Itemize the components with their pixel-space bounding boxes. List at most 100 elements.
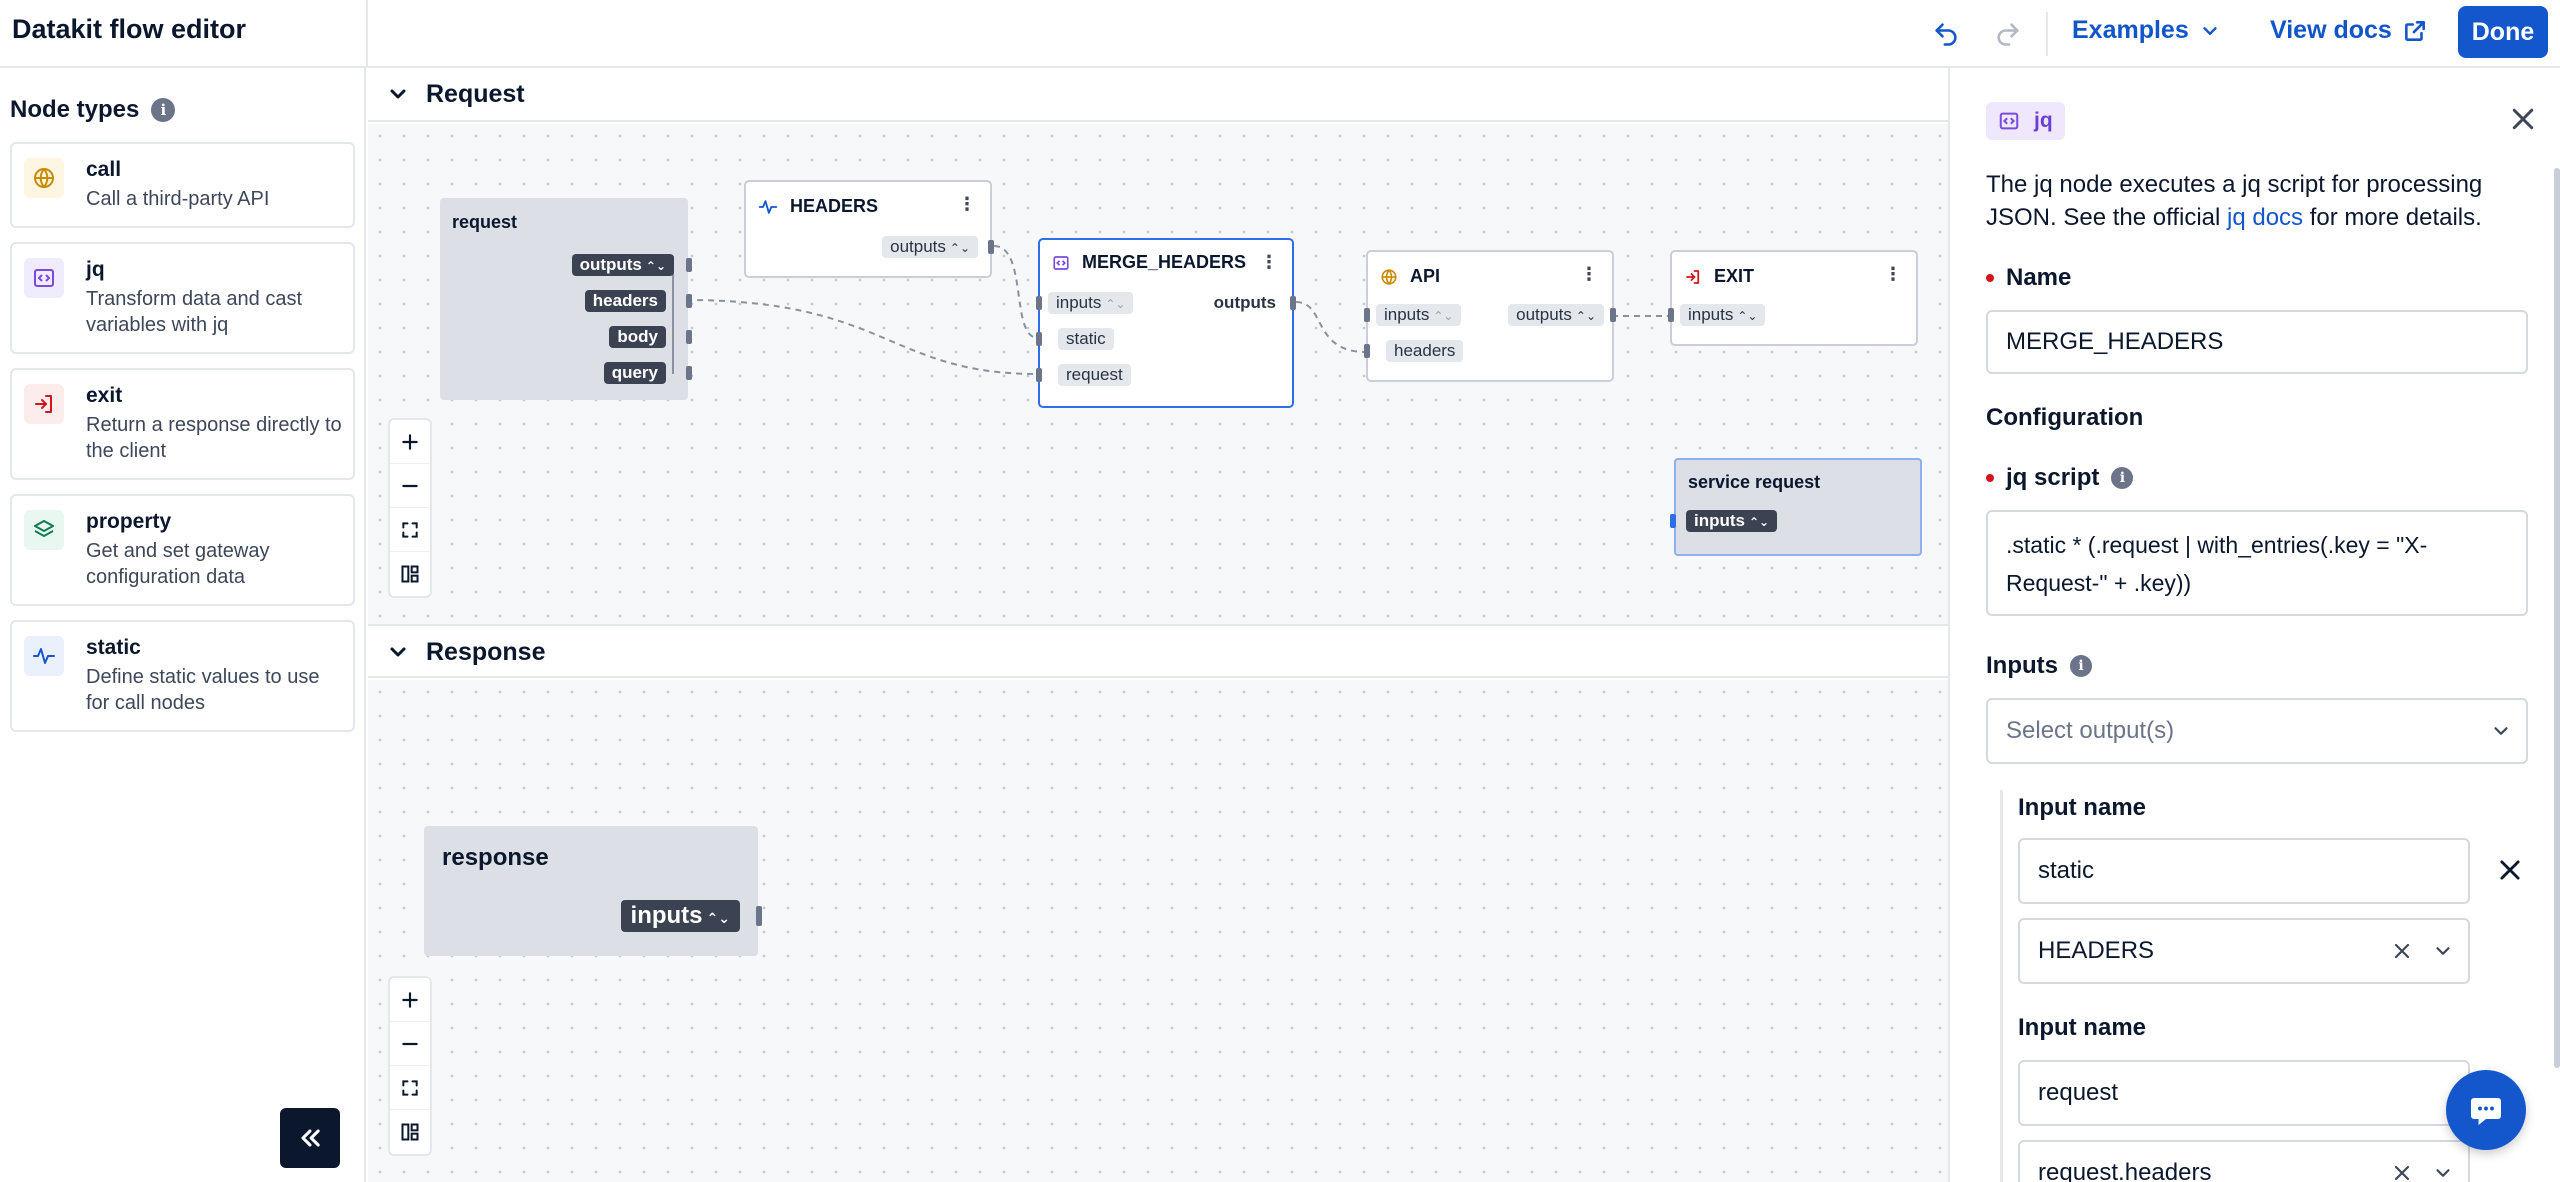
inputs-select[interactable]: Select output(s) <box>1986 698 2528 764</box>
response-node[interactable]: response inputs⌃⌄ <box>424 826 762 956</box>
plus-icon <box>402 991 418 1008</box>
api-inputs-port[interactable]: inputs⌃⌄ <box>1376 304 1462 326</box>
port-handle[interactable] <box>1610 308 1616 322</box>
view-docs-link[interactable]: View docs <box>2270 16 2428 45</box>
panel-scrollbar[interactable] <box>2554 168 2560 1068</box>
response-inputs-port[interactable]: inputs⌃⌄ <box>620 900 740 932</box>
node-types-heading: Node types i <box>10 96 176 124</box>
clear-icon[interactable] <box>2390 939 2414 963</box>
collapse-sidebar-button[interactable] <box>280 1108 340 1168</box>
headers-outputs-port[interactable]: outputs⌃⌄ <box>882 236 978 258</box>
api-node[interactable]: API ⋮ inputs⌃⌄ outputs⌃⌄ headers <box>1364 250 1616 382</box>
service-request-inputs-port[interactable]: inputs⌃⌄ <box>1686 510 1778 532</box>
node-type-call[interactable]: call Call a third-party API <box>10 142 355 228</box>
jq-docs-link[interactable]: jq docs <box>2227 204 2304 231</box>
request-canvas[interactable]: request outputs⌃⌄ headers body query HEA… <box>368 124 1948 624</box>
port-handle[interactable] <box>1670 514 1676 528</box>
node-menu-icon[interactable]: ⋮ <box>1260 252 1278 272</box>
port-handle[interactable] <box>756 906 762 926</box>
info-icon[interactable]: i <box>2111 467 2134 489</box>
exit-node[interactable]: EXIT ⋮ inputs⌃⌄ <box>1668 250 1918 346</box>
redo-button[interactable] <box>1988 14 2028 54</box>
api-headers-input[interactable]: headers <box>1386 340 1464 362</box>
done-button[interactable]: Done <box>2458 6 2548 58</box>
exit-inputs-port[interactable]: inputs⌃⌄ <box>1680 304 1766 326</box>
port-handle[interactable] <box>686 366 692 380</box>
port-handle[interactable] <box>686 330 692 344</box>
app-title: Datakit flow editor <box>12 14 247 44</box>
port-handle[interactable] <box>1036 368 1042 382</box>
input-source-select[interactable]: request.headers <box>2018 1140 2470 1182</box>
request-outputs-port[interactable]: outputs⌃⌄ <box>571 254 674 276</box>
port-handle[interactable] <box>1290 296 1296 310</box>
chat-button[interactable] <box>2446 1070 2526 1150</box>
service-request-node[interactable]: service request inputs⌃⌄ <box>1670 458 1922 556</box>
request-section-header[interactable]: Request <box>368 68 1948 122</box>
port-handle[interactable] <box>1036 296 1042 310</box>
fit-view-button[interactable] <box>390 508 430 552</box>
edge-merge-to-api-headers <box>1295 301 1367 353</box>
redo-icon <box>1997 23 2019 46</box>
jq-script-textarea[interactable]: .static * (.request | with_entries(.key … <box>1986 510 2528 616</box>
port-handle[interactable] <box>1668 308 1674 322</box>
input-name-label: Input name <box>2018 794 2147 821</box>
request-node[interactable]: request outputs⌃⌄ headers body query <box>440 198 692 400</box>
plus-icon <box>402 433 418 450</box>
merge-headers-node[interactable]: MERGE_HEADERS ⋮ inputs⌃⌄ outputs static … <box>1036 238 1296 408</box>
request-query-port[interactable]: query <box>603 362 666 384</box>
input-name-field[interactable]: request <box>2018 1060 2470 1126</box>
node-menu-icon[interactable]: ⋮ <box>1580 264 1598 284</box>
merge-static-input[interactable]: static <box>1058 328 1114 350</box>
info-icon[interactable]: i <box>2070 655 2092 677</box>
info-icon[interactable]: i <box>151 98 176 122</box>
merge-outputs-port[interactable]: outputs <box>1205 292 1284 314</box>
auto-layout-button[interactable] <box>390 1110 430 1154</box>
port-handle[interactable] <box>988 240 994 254</box>
merge-request-input[interactable]: request <box>1058 364 1131 386</box>
zoom-in-button[interactable] <box>390 420 430 464</box>
request-body-port[interactable]: body <box>609 326 666 348</box>
port-handle[interactable] <box>686 258 692 272</box>
node-type-description: Transform data and cast variables with j… <box>86 288 303 336</box>
headers-node[interactable]: HEADERS ⋮ outputs⌃⌄ <box>744 180 994 278</box>
node-type-property[interactable]: property Get and set gateway configurati… <box>10 494 355 606</box>
response-section-header[interactable]: Response <box>368 624 1948 678</box>
input-name-field[interactable]: static <box>2018 838 2470 904</box>
undo-button[interactable] <box>1926 14 1966 54</box>
request-headers-port[interactable]: headers <box>584 290 666 312</box>
examples-dropdown[interactable]: Examples <box>2072 16 2221 45</box>
configuration-heading: Configuration <box>1986 404 2144 431</box>
port-handle[interactable] <box>1036 332 1042 346</box>
node-menu-icon[interactable]: ⋮ <box>1884 264 1902 284</box>
port-handle[interactable] <box>686 294 692 308</box>
response-canvas[interactable]: response inputs⌃⌄ <box>368 680 1948 1182</box>
clear-icon[interactable] <box>2390 1161 2414 1182</box>
api-node-title: API <box>1380 266 1440 287</box>
node-type-jq[interactable]: jq Transform data and cast variables wit… <box>10 242 355 354</box>
code-brackets-icon <box>1053 255 1069 270</box>
node-menu-icon[interactable]: ⋮ <box>958 194 976 214</box>
node-type-static[interactable]: static Define static values to use for c… <box>10 620 355 732</box>
port-handle[interactable] <box>1364 308 1370 322</box>
topbar-divider <box>366 0 368 68</box>
zoom-out-button[interactable] <box>390 1022 430 1066</box>
fit-view-button[interactable] <box>390 1066 430 1110</box>
api-outputs-port[interactable]: outputs⌃⌄ <box>1508 304 1604 326</box>
zoom-in-button[interactable] <box>390 978 430 1022</box>
external-link-icon <box>2404 20 2425 41</box>
auto-layout-button[interactable] <box>390 552 430 596</box>
merge-inputs-port[interactable]: inputs⌃⌄ <box>1048 292 1134 314</box>
port-handle[interactable] <box>1364 344 1370 358</box>
name-input[interactable]: MERGE_HEADERS <box>1986 310 2528 374</box>
exit-node-title: EXIT <box>1684 266 1754 287</box>
node-type-description: Define static values to use for call nod… <box>86 666 320 714</box>
remove-input-button[interactable] <box>2496 856 2524 889</box>
node-type-name: property <box>86 510 172 533</box>
zoom-out-button[interactable] <box>390 464 430 508</box>
node-type-exit[interactable]: exit Return a response directly to the c… <box>10 368 355 480</box>
inputs-group-line <box>2000 790 2003 1182</box>
required-indicator <box>1986 274 1994 282</box>
input-source-select[interactable]: HEADERS <box>2018 918 2470 984</box>
close-panel-button[interactable] <box>2508 104 2538 139</box>
examples-label: Examples <box>2072 16 2189 44</box>
